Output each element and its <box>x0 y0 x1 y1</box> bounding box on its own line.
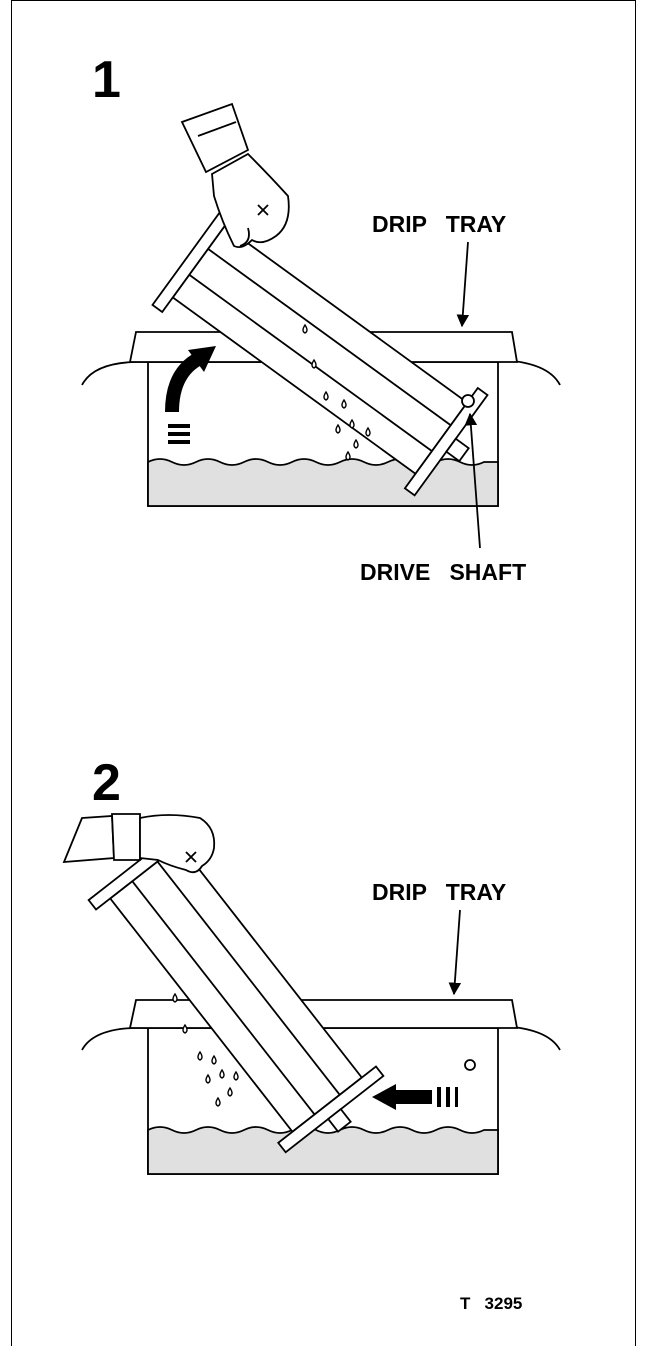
step-2-number: 2 <box>92 754 121 812</box>
drip-tray-arrow-1 <box>456 241 470 328</box>
step-2-panel: 2 <box>62 754 561 1175</box>
drip-tray-label-2: DRIP TRAY <box>372 879 506 905</box>
drip-tray-label-1: DRIP TRAY <box>372 211 506 237</box>
drive-shaft-1 <box>461 394 475 408</box>
drive-shaft-label-1: DRIVE SHAFT <box>360 559 526 585</box>
drips-1 <box>302 323 371 461</box>
rotor-2 <box>87 822 385 1154</box>
hand-2 <box>62 813 216 874</box>
rotor-1 <box>151 203 489 497</box>
drive-shaft-2 <box>464 1059 476 1071</box>
push-arrow-2 <box>372 1084 458 1110</box>
figure-reference: T 3295 <box>460 1294 522 1313</box>
page-frame <box>11 0 636 1346</box>
drips-2 <box>172 992 239 1107</box>
hand-1 <box>180 102 290 249</box>
step-1-panel: 1 <box>81 51 561 585</box>
drip-tray-arrow-2 <box>448 909 462 996</box>
lift-arrow-1 <box>165 346 216 444</box>
drive-shaft-arrow-1 <box>464 412 481 549</box>
drip-tray-2 <box>128 999 519 1029</box>
step-1-number: 1 <box>92 51 121 109</box>
